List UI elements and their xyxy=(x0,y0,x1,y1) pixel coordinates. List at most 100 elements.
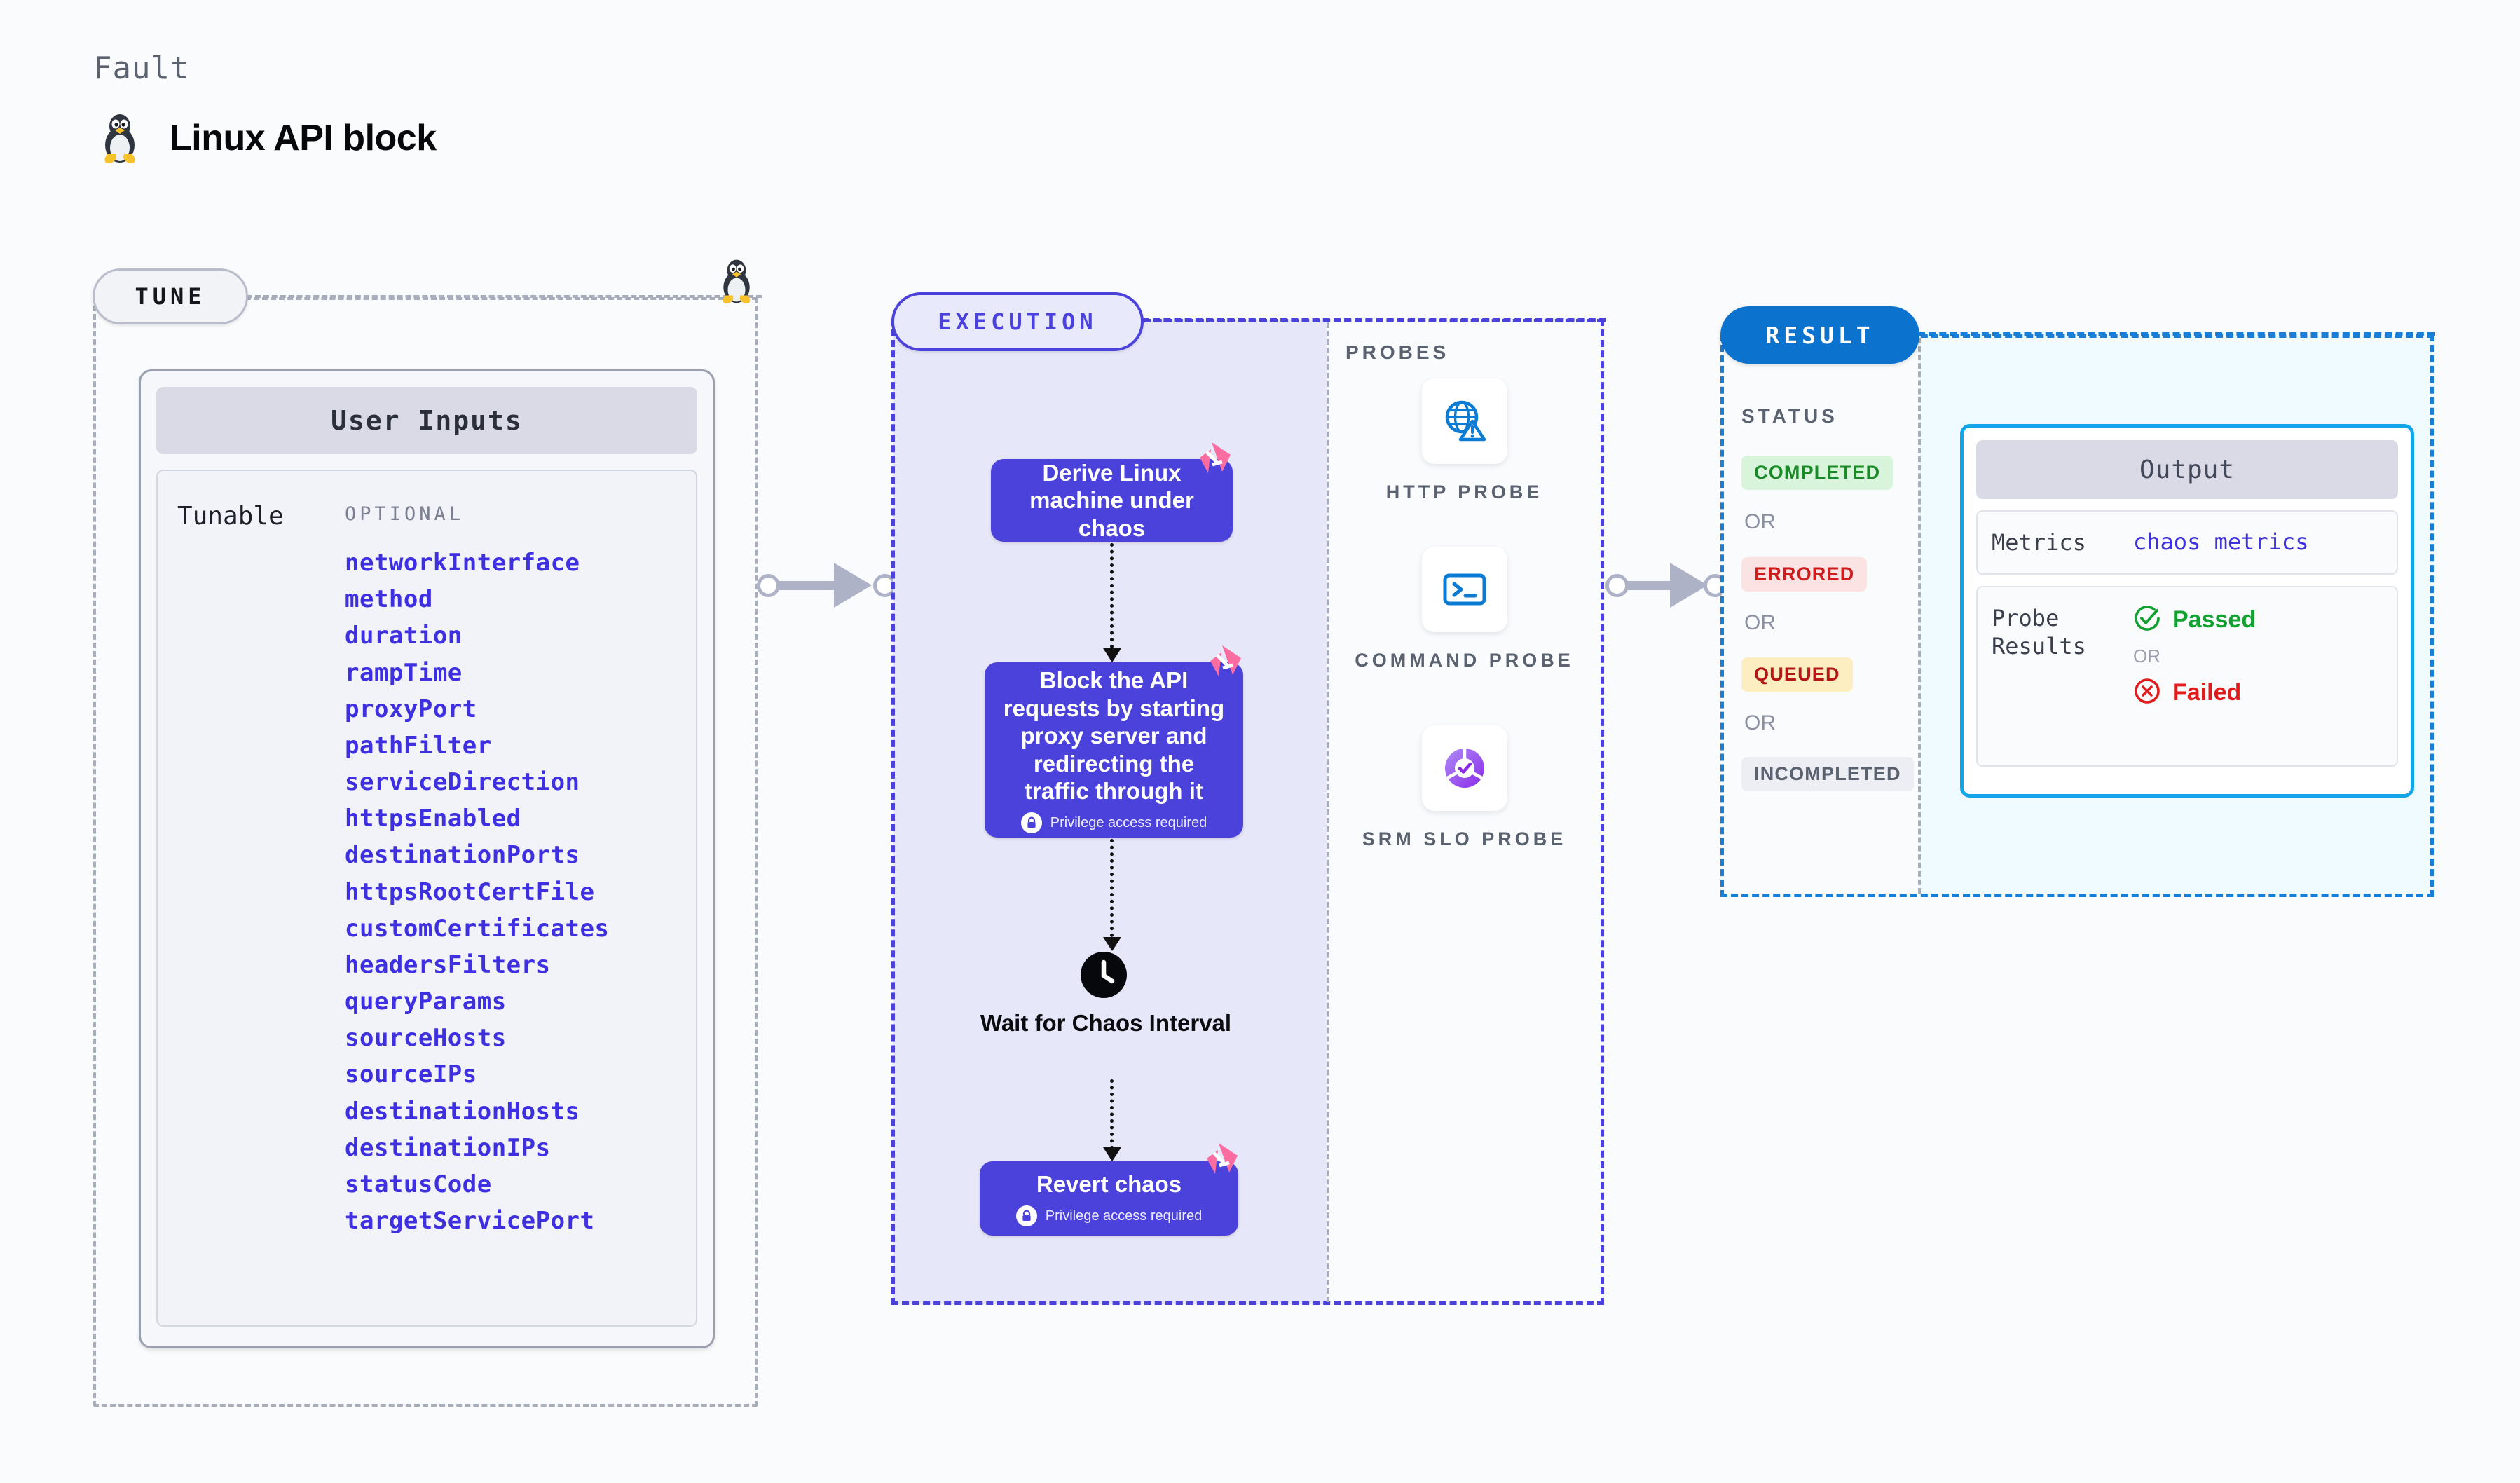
status-or-3: OR xyxy=(1744,711,1776,734)
lock-icon xyxy=(1015,1205,1037,1226)
tunable-parameter[interactable]: sourceIPs xyxy=(345,1060,477,1089)
probes-divider xyxy=(1327,322,1329,1302)
tunable-parameter[interactable]: destinationIPs xyxy=(345,1133,551,1162)
tunable-parameter[interactable]: duration xyxy=(345,622,463,650)
tunable-parameter-list: networkInterface method duration rampTime pr… xyxy=(345,551,689,1233)
status-or-2: OR xyxy=(1744,611,1776,634)
page-title-row: Linux API block xyxy=(98,112,437,164)
status-badge-completed: COMPLETED xyxy=(1741,456,1894,490)
execution-node-derive[interactable]: Derive Linux machine under chaos xyxy=(991,442,1233,542)
harness-logo-icon xyxy=(1210,645,1241,676)
flow-arrowhead-2 xyxy=(1103,937,1121,951)
probe-result-passed: Passed xyxy=(2133,604,2256,636)
tunable-parameter[interactable]: destinationHosts xyxy=(345,1097,580,1126)
probe-results-key: Probe Results xyxy=(1992,605,2086,660)
tunable-parameter[interactable]: httpsEnabled xyxy=(345,805,521,833)
terminal-icon xyxy=(1421,547,1507,632)
output-row-metrics: Metrics chaos metrics xyxy=(1976,510,2398,575)
tunable-parameter[interactable]: customCertificates xyxy=(345,914,610,943)
tune-dashed-connector xyxy=(247,295,762,298)
probes-title: PROBES xyxy=(1345,341,1450,363)
user-inputs-card: User Inputs Tunable OPTIONAL networkInte… xyxy=(139,369,715,1348)
probe-label: HTTP PROBE xyxy=(1385,481,1543,503)
connector-tune-to-execution xyxy=(757,554,897,617)
probe-label: SRM SLO PROBE xyxy=(1362,828,1567,849)
tunable-parameter[interactable]: proxyPort xyxy=(345,695,477,723)
tunable-parameter[interactable]: serviceDirection xyxy=(345,768,580,797)
x-circle-icon xyxy=(2133,677,2161,709)
probe-label: COMMAND PROBE xyxy=(1355,650,1574,671)
failed-label: Failed xyxy=(2172,679,2242,706)
metrics-value[interactable]: chaos metrics xyxy=(2133,528,2309,555)
clock-icon xyxy=(1081,952,1127,998)
output-header: Output xyxy=(1976,440,2398,499)
status-title: STATUS xyxy=(1741,405,1838,427)
probe-card-srm-slo[interactable]: SRM SLO PROBE xyxy=(1327,725,1601,852)
privilege-text: Privilege access required xyxy=(1045,1208,1203,1224)
probe-result-failed: Failed xyxy=(2133,677,2256,709)
output-card: Output Metrics chaos metrics Probe Resul… xyxy=(1960,424,2414,798)
section-badge-tune[interactable]: TUNE xyxy=(93,268,248,324)
privilege-badge: Privilege access required xyxy=(1015,1205,1203,1226)
result-panel xyxy=(1720,334,2434,897)
flow-arrowhead-1 xyxy=(1103,648,1121,662)
section-badge-execution[interactable]: EXECUTION xyxy=(891,292,1144,351)
probe-card-command[interactable]: COMMAND PROBE xyxy=(1327,547,1601,673)
tunable-parameter[interactable]: statusCode xyxy=(345,1170,492,1198)
optional-label: OPTIONAL xyxy=(345,503,465,525)
probe-result-or: OR xyxy=(2133,645,2161,667)
privilege-text: Privilege access required xyxy=(1050,814,1207,831)
check-circle-icon xyxy=(2133,604,2161,636)
execution-node-block-api[interactable]: Block the API requests by starting proxy… xyxy=(985,645,1243,838)
flow-connector-3 xyxy=(1110,1079,1114,1149)
lock-icon xyxy=(1020,812,1042,833)
probes-background xyxy=(1327,320,1601,1304)
status-badge-incompleted: INCOMPLETED xyxy=(1741,757,1914,791)
flow-connector-2 xyxy=(1110,839,1114,937)
result-status-background xyxy=(1722,336,1919,896)
execution-node-text: Derive Linux machine under chaos xyxy=(1029,459,1194,541)
harness-logo-icon xyxy=(1200,442,1231,473)
tunable-parameter[interactable]: httpsRootCertFile xyxy=(345,877,595,906)
tunable-parameter[interactable]: sourceHosts xyxy=(345,1024,507,1053)
connector-execution-to-result xyxy=(1605,554,1727,617)
user-inputs-header: User Inputs xyxy=(156,387,697,454)
passed-label: Passed xyxy=(2172,606,2257,633)
linux-penguin-marker-icon xyxy=(717,258,756,308)
tunable-parameter[interactable]: rampTime xyxy=(345,658,463,687)
wait-for-chaos-interval-label: Wait for Chaos Interval xyxy=(980,1010,1232,1036)
status-or-1: OR xyxy=(1744,510,1776,533)
tunable-parameter[interactable]: destinationPorts xyxy=(345,841,580,870)
tunable-label: Tunable xyxy=(177,502,284,531)
result-divider xyxy=(1918,338,1921,894)
section-badge-result[interactable]: RESULT xyxy=(1720,306,1919,364)
tunable-parameter[interactable]: targetServicePort xyxy=(345,1207,595,1236)
tunable-parameter[interactable]: method xyxy=(345,585,433,614)
probe-results-values: Passed OR Failed xyxy=(2123,604,2256,709)
tunable-parameter[interactable]: pathFilter xyxy=(345,731,492,760)
page-title: Linux API block xyxy=(170,118,437,158)
globe-warning-icon xyxy=(1421,378,1507,464)
harness-logo-icon xyxy=(1207,1143,1238,1174)
tune-panel xyxy=(93,297,758,1407)
output-row-probe-results: Probe Results Passed OR xyxy=(1976,586,2398,767)
probe-card-http[interactable]: HTTP PROBE xyxy=(1327,378,1601,505)
tunable-parameter[interactable]: queryParams xyxy=(345,987,507,1016)
flow-arrowhead-3 xyxy=(1103,1147,1121,1161)
execution-panel xyxy=(891,319,1604,1305)
tunable-parameter[interactable]: networkInterface xyxy=(345,549,580,577)
execution-node-revert-chaos[interactable]: Revert chaos Privilege access required xyxy=(980,1143,1238,1236)
tunable-group: Tunable OPTIONAL networkInterface method d… xyxy=(156,470,697,1327)
fault-eyebrow: Fault xyxy=(93,50,190,86)
slo-donut-check-icon xyxy=(1421,725,1507,811)
execution-node-text: Block the API requests by starting proxy… xyxy=(1003,667,1225,805)
status-badge-errored: ERRORED xyxy=(1741,557,1868,592)
tunable-parameter[interactable]: headersFilters xyxy=(345,950,551,979)
flow-connector-1 xyxy=(1110,543,1114,648)
metrics-key: Metrics xyxy=(1992,529,2086,556)
execution-node-text: Revert chaos xyxy=(1036,1171,1182,1198)
privilege-badge: Privilege access required xyxy=(1020,812,1207,833)
result-dashed-connector xyxy=(1918,332,2435,336)
status-badge-queued: QUEUED xyxy=(1741,657,1853,692)
linux-penguin-icon xyxy=(98,112,142,164)
